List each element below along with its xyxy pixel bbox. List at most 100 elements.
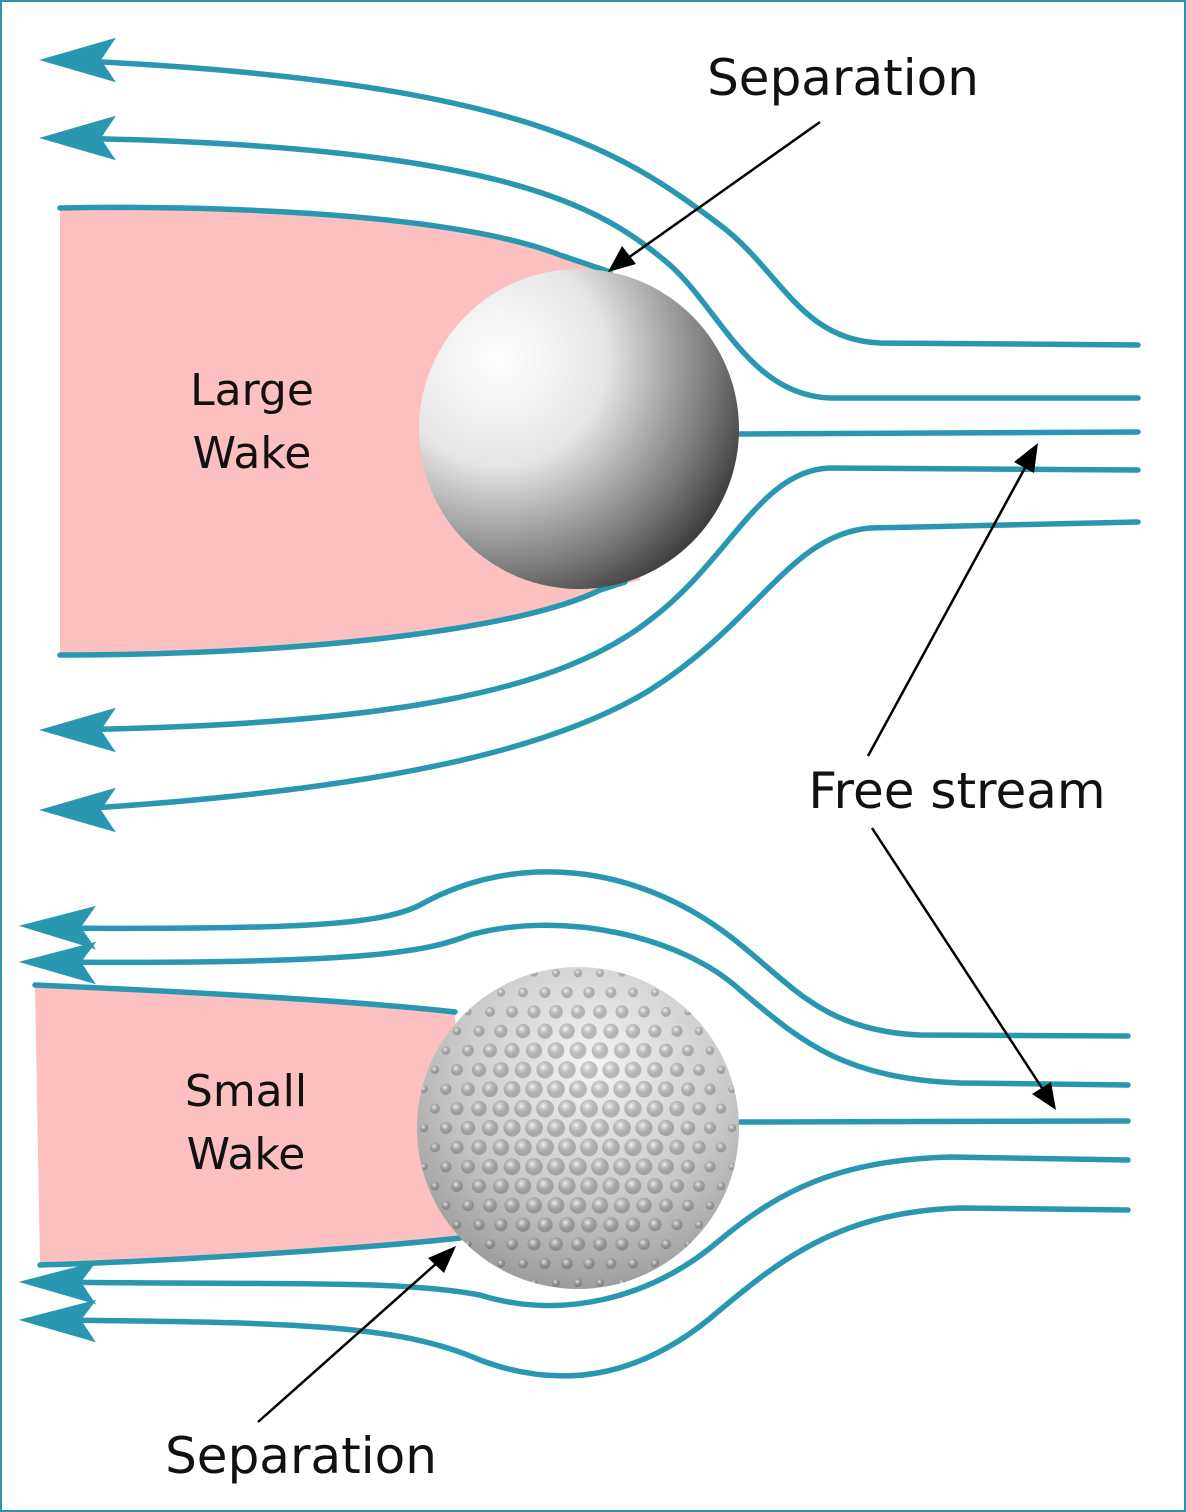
golf-dimple — [492, 1139, 510, 1156]
golf-dimple — [591, 1157, 609, 1176]
golf-dimple — [485, 1239, 495, 1250]
arrowhead-left-icon — [18, 905, 96, 950]
golf-dimple — [558, 1177, 576, 1195]
golf-dimple — [539, 1258, 551, 1270]
golf-dimple — [569, 1042, 587, 1059]
golf-dimple — [728, 1162, 736, 1171]
golf-dimple — [591, 1119, 609, 1137]
golf-ball-icon — [417, 967, 746, 1289]
golf-dimple — [496, 1259, 506, 1268]
golf-dimple — [429, 1103, 441, 1114]
golf-dimple — [669, 1062, 685, 1077]
golf-dimple — [547, 1119, 565, 1137]
top-streamlines — [57, 57, 1141, 813]
golf-dimple — [494, 1218, 508, 1232]
golf-dimple — [636, 1197, 652, 1214]
golf-dimple — [536, 1099, 554, 1118]
golf-dimple — [580, 1061, 598, 1079]
golf-dimple — [703, 1121, 717, 1135]
bottom-streamlines — [32, 869, 1131, 1379]
golf-dimple — [648, 1024, 662, 1038]
golf-dimple — [659, 1043, 673, 1058]
golf-dimple — [583, 1257, 595, 1270]
golf-dimple — [618, 1279, 626, 1287]
golf-dimple — [536, 1177, 554, 1195]
top-flow-arrowheads — [39, 37, 116, 833]
bottom-streamline-5 — [37, 1205, 1131, 1379]
golf-dimple — [460, 1120, 476, 1136]
golf-dimple — [615, 1005, 629, 1019]
golf-dimple — [573, 1278, 583, 1288]
separation-label-bottom: Separation — [165, 1427, 437, 1485]
golf-dimple — [549, 1237, 563, 1252]
golf-dimple — [715, 1142, 727, 1153]
golf-dimple — [593, 1237, 607, 1252]
golf-dimple — [573, 968, 583, 978]
golf-dimple — [471, 1139, 487, 1156]
bottom-streamline-1 — [37, 869, 1131, 1039]
golf-dimple — [537, 1217, 553, 1233]
golf-dimple — [615, 1237, 629, 1251]
golf-dimple — [648, 1218, 662, 1232]
bottom-streamline-3 — [737, 1118, 1131, 1125]
golf-dimple — [452, 1220, 462, 1229]
golf-dimple — [704, 1083, 716, 1095]
golf-dimple — [659, 1198, 673, 1213]
golf-dimple — [681, 1159, 695, 1174]
golf-dimple — [658, 1158, 674, 1175]
golf-dimple — [595, 1278, 605, 1287]
golf-dimple — [493, 1062, 509, 1078]
golf-dimple — [658, 1081, 674, 1098]
wake-boundary-bottom — [57, 579, 628, 658]
golf-dimple — [506, 1238, 518, 1251]
large-wake-label-line1: Large — [190, 365, 314, 416]
golf-dimple — [493, 1178, 509, 1194]
top-streamline-1 — [57, 57, 1141, 348]
golf-dimple — [518, 987, 528, 998]
top-streamline-5 — [57, 519, 1141, 813]
golf-dimple — [671, 1219, 683, 1231]
golf-dimple — [669, 1100, 685, 1117]
golf-dimple — [441, 1046, 451, 1055]
golf-dimple — [694, 1220, 704, 1229]
golf-dimple — [525, 1157, 543, 1176]
golf-dimple — [471, 1100, 487, 1117]
golf-dimple — [693, 1064, 705, 1076]
golf-dimple — [740, 1144, 746, 1150]
golf-dimple — [482, 1081, 498, 1098]
golf-dimple — [515, 1217, 531, 1233]
golf-dimple — [635, 1119, 653, 1137]
golf-dimple — [728, 1085, 736, 1094]
top-streamline-3 — [737, 429, 1141, 437]
golf-dimple — [638, 1238, 650, 1251]
golf-dimple — [625, 1217, 641, 1233]
golf-dimple — [646, 1100, 664, 1117]
golf-dimple — [613, 1042, 631, 1059]
golf-dimple — [605, 986, 617, 998]
golf-dimple — [646, 1139, 664, 1156]
large-wake-label-line2: Wake — [193, 428, 312, 479]
golf-dimple — [704, 1161, 716, 1173]
golf-dimple — [514, 1099, 532, 1118]
golf-dimple — [514, 1177, 532, 1195]
bottom-streamline-4 — [37, 1154, 1131, 1309]
golf-dimple — [580, 1177, 598, 1195]
arrowhead-left-icon — [18, 1261, 97, 1305]
golf-dimple — [571, 1237, 585, 1252]
small-wake-label-line1: Small — [185, 1066, 307, 1117]
golf-dimple — [681, 1082, 695, 1097]
golf-dimple — [571, 1004, 585, 1019]
smooth-sphere-icon — [419, 269, 739, 589]
golf-dimple — [471, 1062, 487, 1077]
golf-dimple — [569, 1080, 587, 1099]
golf-dimple — [581, 1216, 597, 1233]
golf-dimple — [494, 1024, 508, 1038]
golf-dimple — [716, 1181, 726, 1191]
golf-dimple — [602, 1177, 620, 1195]
golf-dimple — [561, 986, 573, 999]
golf-dimple — [684, 1008, 692, 1016]
golf-dimple — [740, 1105, 746, 1111]
